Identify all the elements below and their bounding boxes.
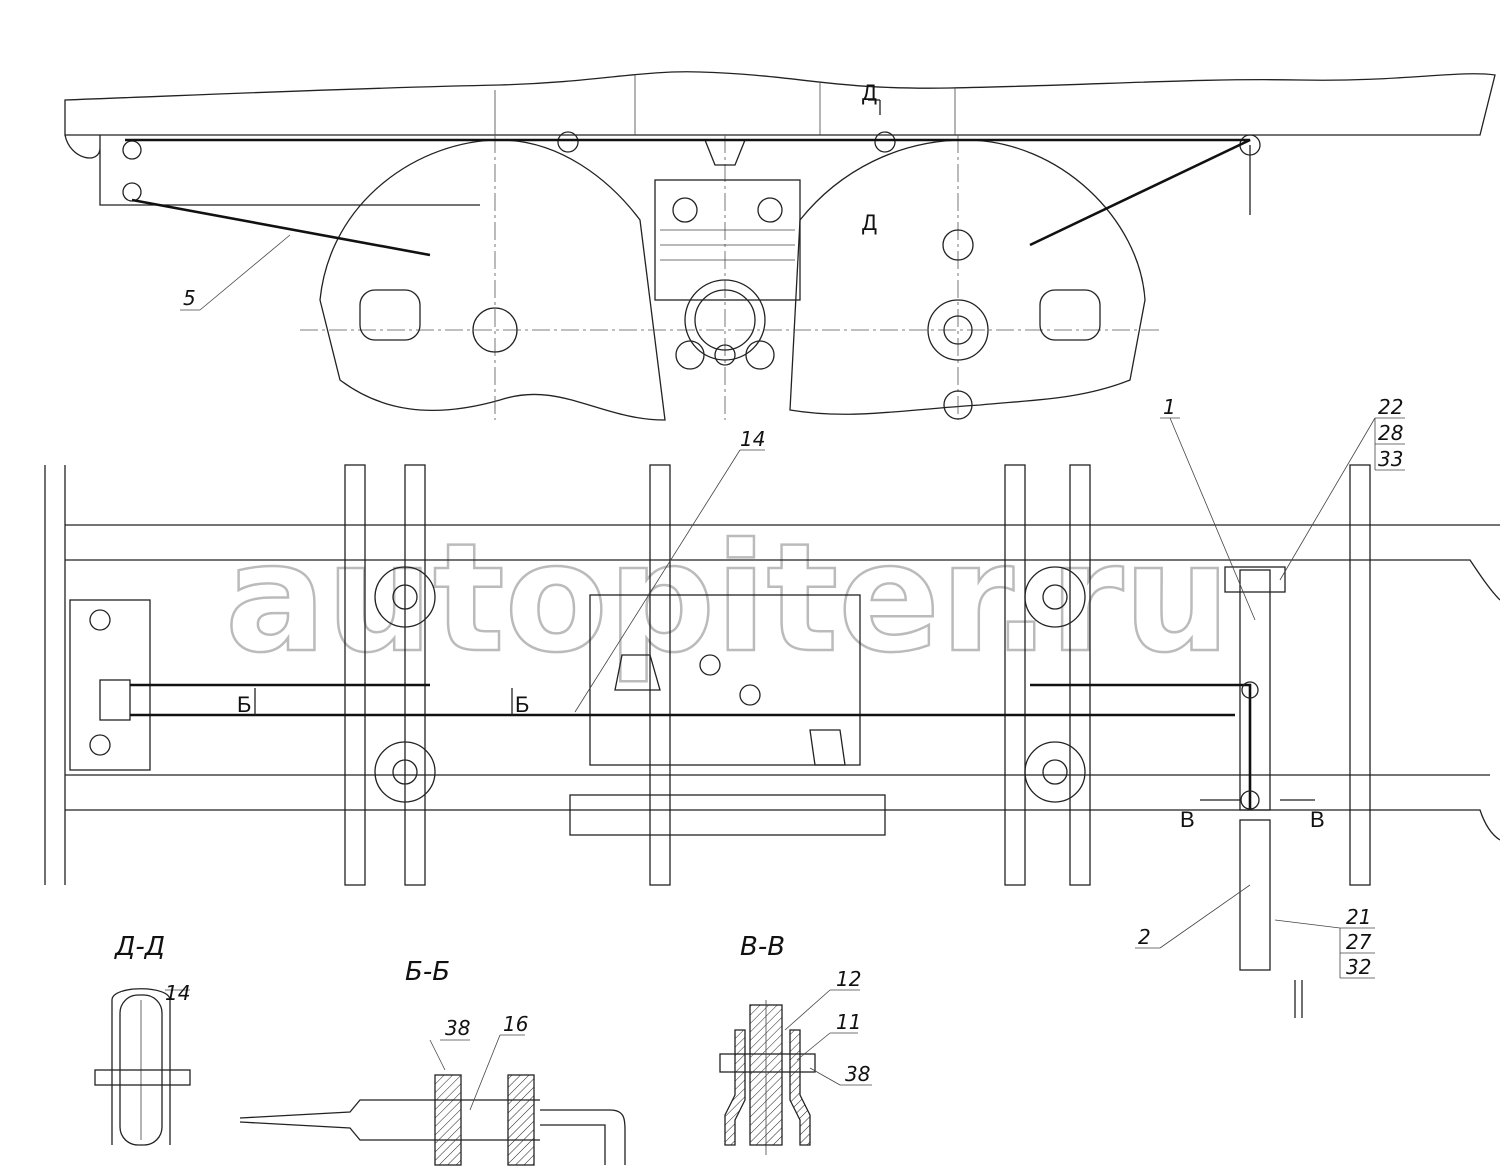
lever-bracket [1239,569,1271,811]
section-vv-callout-38: 38 [845,1062,870,1086]
section-dd: Д-Д 14 [94,932,191,1146]
section-mark-d-top: Д [862,80,877,105]
section-bb-callout-38: 38 [445,1016,470,1040]
callout-22: 22 [1378,395,1403,419]
watermark: autopiter.ru [225,512,1230,686]
section-mark-v-left: В [1180,807,1195,832]
section-vv-title: В-В [740,932,785,962]
callout-27: 27 [1346,930,1372,954]
handle-bracket [1239,819,1271,971]
right-wheel-outline [789,139,1146,415]
callout-33: 33 [1378,447,1403,471]
section-dd-callout-14: 14 [165,981,190,1005]
side-view: 5 Д Д [64,71,1496,421]
handbrake-cable-side [125,138,1251,257]
section-bb: Б-Б 38 16 [239,957,626,1166]
callout-14: 14 [740,427,765,451]
section-vv-callout-11: 11 [836,1010,861,1034]
section-vv-callout-12: 12 [836,967,861,991]
section-mark-d-bottom: Д [862,210,877,235]
side-member-top [65,524,1500,601]
frame-side-rail [64,71,1496,136]
section-bb-title: Б-Б [405,957,450,987]
section-mark-v-right: В [1310,807,1325,832]
section-mark-b-left: Б [237,692,251,717]
handbrake-cable-plan [130,683,1252,810]
axle-hub-center [684,279,766,361]
side-member-bottom [65,774,1500,841]
section-dd-title: Д-Д [114,932,165,962]
callout-5: 5 [183,286,196,310]
callout-2: 2 [1138,925,1151,949]
section-mark-b-right: Б [515,692,529,717]
callout-21: 21 [1346,905,1371,929]
left-wheel-outline [319,139,666,421]
callout-32: 32 [1346,955,1371,979]
callout-28: 28 [1378,421,1403,445]
callout-1: 1 [1163,395,1176,419]
section-vv: В-В 12 11 38 [719,932,872,1155]
brake-chambers [374,566,1086,803]
section-bb-callout-16: 16 [503,1012,528,1036]
front-hook [64,134,480,206]
plan-view: autopiter.ru [44,395,1500,1018]
brake-chamber-right [1039,289,1101,341]
brake-chamber-left [359,289,421,341]
